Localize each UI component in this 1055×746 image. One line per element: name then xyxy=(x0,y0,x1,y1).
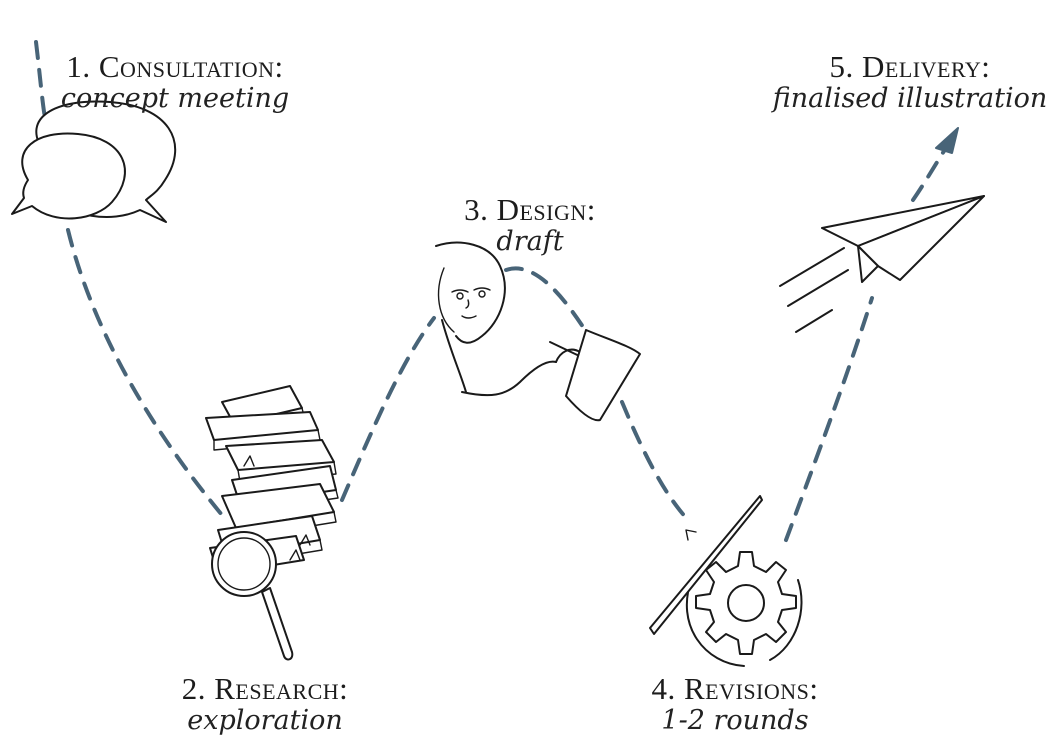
step-design: 3. Design: draft xyxy=(440,193,620,257)
step-subtitle: exploration xyxy=(187,705,343,736)
path-segment-4-5 xyxy=(784,296,874,542)
step-revisions: 4. Revisions: 1-2 rounds xyxy=(600,672,870,736)
dashed-path xyxy=(34,40,948,542)
step-subtitle: concept meeting xyxy=(60,83,290,114)
step-title: 2. Research: xyxy=(181,671,349,706)
step-delivery: 5. Delivery: finalised illustration xyxy=(765,50,1055,114)
step-subtitle: 1-2 rounds xyxy=(661,705,809,736)
step-title: 5. Delivery: xyxy=(829,49,991,84)
step-title: 4. Revisions: xyxy=(651,671,819,706)
step-title: 3. Design: xyxy=(464,192,596,227)
path-segment-5-end xyxy=(911,146,948,202)
path-segment-3-4 xyxy=(620,400,692,524)
step-subtitle: draft xyxy=(496,226,564,257)
path-segment-start xyxy=(34,40,47,120)
artist-tablet-icon xyxy=(435,241,641,422)
arrowhead-icon xyxy=(935,127,959,154)
path-segment-2-3 xyxy=(340,316,436,502)
books-magnifier-icon xyxy=(205,385,339,661)
step-research: 2. Research: exploration xyxy=(150,672,380,736)
step-subtitle: finalised illustration xyxy=(772,83,1048,114)
step-title: 1. Consultation: xyxy=(66,49,284,84)
gear-pencil-icon xyxy=(649,495,803,667)
path-segment-3-top xyxy=(504,266,587,332)
paper-plane-icon xyxy=(779,195,985,333)
path-segment-1-2 xyxy=(66,228,224,517)
speech-bubbles-icon xyxy=(11,100,177,223)
step-consultation: 1. Consultation: concept meeting xyxy=(40,50,310,114)
